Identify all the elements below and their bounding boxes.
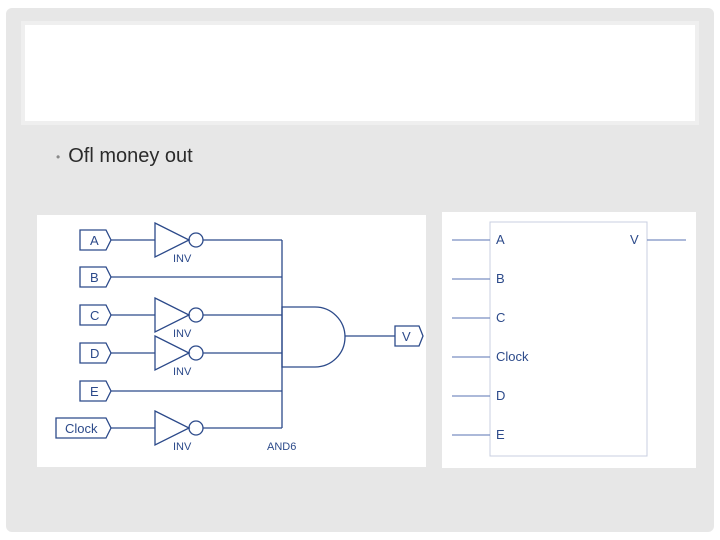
schematic-diagram: A B C D E Clock V INV INV INV INV AND6 [55,221,424,453]
input-label-e: E [90,384,99,399]
symbol-port-b: B [496,271,505,286]
input-tag-b [79,266,112,288]
and-gate [281,306,346,368]
symbol-port-c: C [496,310,505,325]
and-gate-label: AND6 [267,441,296,453]
symbol-diagram: A B C Clock D E V [452,221,686,457]
inverter-1 [154,221,191,259]
input-label-c: C [90,308,99,323]
input-tag-c [79,304,112,326]
inv-label-1: INV [173,253,192,265]
inverter-3 [154,334,191,372]
bullet-item: • Ofl money out [56,145,193,168]
input-tag-a [79,229,112,251]
title-placeholder [21,21,699,125]
symbol-port-e: E [496,427,505,442]
input-label-a: A [90,233,99,248]
symbol-body [489,221,648,457]
input-tag-d [79,342,112,364]
input-tag-clock [55,417,112,439]
symbol-port-d: D [496,388,505,403]
input-tag-e [79,380,112,402]
inv-label-4: INV [173,441,192,453]
input-label-d: D [90,346,99,361]
inv-label-3: INV [173,366,192,378]
input-label-clock: Clock [65,421,98,436]
symbol-port-v: V [630,232,639,247]
inv-label-2: INV [173,328,192,340]
bullet-text: Ofl money out [68,145,193,167]
output-label-v: V [402,329,411,344]
bullet-dot-icon: • [56,149,61,164]
input-label-b: B [90,270,99,285]
symbol-panel: A B C Clock D E V [442,212,696,468]
inverter-2 [154,296,191,334]
symbol-port-clock: Clock [496,349,529,364]
output-tag-v [394,325,424,347]
symbol-port-a: A [496,232,505,247]
inverter-4 [154,409,191,447]
schematic-panel: A B C D E Clock V INV INV INV INV AND6 [37,215,426,467]
